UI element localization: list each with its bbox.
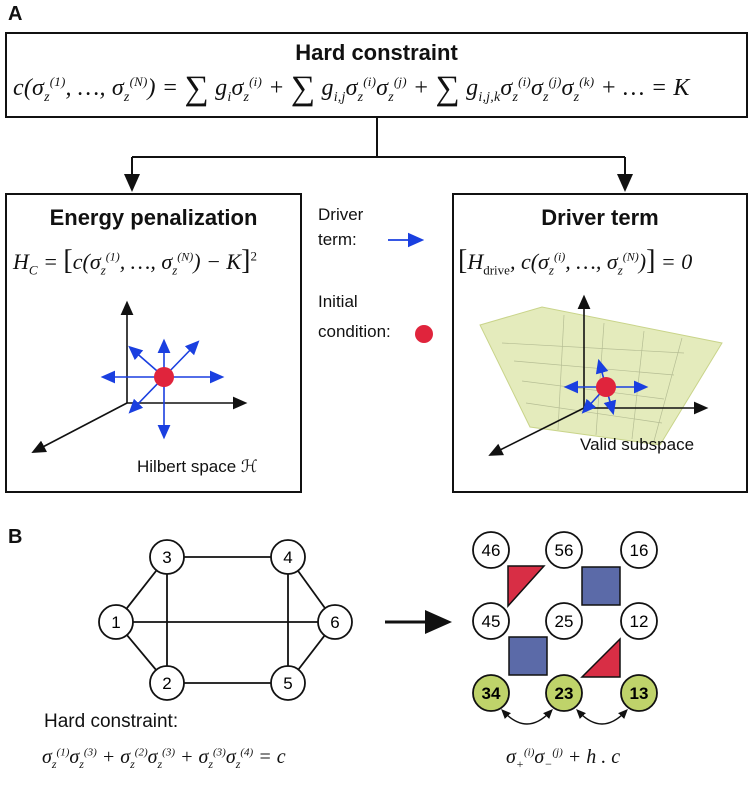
graph-node-label: 3 bbox=[162, 548, 171, 567]
svg-text:45: 45 bbox=[482, 612, 501, 631]
energy-penalization-equation: HC = [c(σz(1), …, σz(N)) − K]2 bbox=[13, 245, 257, 278]
hard-constraint-caption: Hard constraint: bbox=[44, 711, 179, 732]
legend-initial-line2: condition: bbox=[318, 322, 391, 341]
graph-node-label: 5 bbox=[283, 674, 292, 693]
graph-node-5: 5 bbox=[270, 665, 306, 701]
panel-b-diagram: 1 2 3 4 5 6 46 56 16 45 25 12 34 23 13 bbox=[98, 531, 658, 712]
graph-node-label: 6 bbox=[330, 613, 339, 632]
graph-node-2: 2 bbox=[149, 665, 185, 701]
valid-subspace-label: Valid subspace bbox=[580, 435, 695, 454]
hard-constraint-graph-equation: σz(1)σz(3) + σz(2)σz(3) + σz(3)σz(4) = c bbox=[42, 746, 286, 771]
driver-term-equation: [Hdrive, c(σz(i), …, σz(N))] = 0 bbox=[458, 245, 693, 278]
graph-node-4: 4 bbox=[270, 539, 306, 575]
panel-a-letter: A bbox=[8, 3, 23, 25]
grid-node-12: 12 bbox=[620, 602, 658, 640]
svg-text:56: 56 bbox=[555, 541, 574, 560]
legend-initial-dot bbox=[415, 325, 433, 343]
energy-penalization-box: Energy penalization HC = [c(σz(1), …, σz… bbox=[5, 193, 302, 493]
driver-hopping-equation: σ+(i)σ−(j) + h . c bbox=[506, 746, 621, 771]
grid-node-56: 56 bbox=[545, 531, 583, 569]
driver-term-title: Driver term bbox=[541, 205, 659, 230]
svg-text:25: 25 bbox=[555, 612, 574, 631]
driver-term-box: Driver term [Hdrive, c(σz(i), …, σz(N))]… bbox=[452, 193, 748, 493]
y-axis bbox=[31, 402, 128, 453]
svg-text:12: 12 bbox=[630, 612, 649, 631]
legend-initial-line1: Initial bbox=[318, 292, 358, 311]
grid-node-46: 46 bbox=[472, 531, 510, 569]
legend-driver-line1: Driver bbox=[318, 205, 364, 224]
hilbert-axes-diagram bbox=[31, 300, 248, 453]
initial-condition-dot bbox=[154, 367, 174, 387]
svg-text:46: 46 bbox=[482, 541, 501, 560]
svg-text:16: 16 bbox=[630, 541, 649, 560]
graph-node-1: 1 bbox=[98, 604, 134, 640]
blue-square-top bbox=[581, 566, 621, 606]
red-triangle-top bbox=[507, 565, 546, 608]
grid-node-25: 25 bbox=[545, 602, 583, 640]
svg-text:34: 34 bbox=[482, 684, 501, 703]
grid-node-13: 13 bbox=[620, 674, 658, 712]
graph-node-label: 2 bbox=[162, 674, 171, 693]
hard-constraint-equation: c(σz(1), …, σz(N)) = ∑ giσz(i) + ∑ gi,jσ… bbox=[13, 70, 690, 107]
grid-node-16: 16 bbox=[620, 531, 658, 569]
svg-text:13: 13 bbox=[630, 684, 649, 703]
energy-penalization-title: Energy penalization bbox=[49, 205, 258, 230]
valid-subspace-plane bbox=[479, 306, 723, 446]
svg-text:23: 23 bbox=[555, 684, 574, 703]
graph-edges bbox=[115, 556, 336, 684]
hard-constraint-box: Hard constraint c(σz(1), …, σz(N)) = ∑ g… bbox=[5, 32, 748, 118]
legend-driver-arrow bbox=[388, 232, 424, 248]
graph-node-label: 1 bbox=[111, 613, 120, 632]
valid-subspace-diagram bbox=[479, 294, 723, 456]
y-axis bbox=[488, 407, 585, 456]
blue-square-bottom bbox=[508, 636, 548, 676]
initial-condition-dot bbox=[596, 377, 616, 397]
branch-connector bbox=[124, 118, 633, 192]
grid-node-34: 34 bbox=[472, 674, 510, 712]
hilbert-space-label: Hilbert space ℋ bbox=[137, 457, 258, 476]
grid-node-23: 23 bbox=[545, 674, 583, 712]
hard-constraint-title: Hard constraint bbox=[295, 40, 458, 65]
hopping-arrows bbox=[501, 708, 628, 725]
graph-node-3: 3 bbox=[149, 539, 185, 575]
graph-node-6: 6 bbox=[317, 604, 353, 640]
legend-driver-line2: term: bbox=[318, 230, 357, 249]
panel-b-letter: B bbox=[8, 526, 23, 548]
red-triangle-bottom bbox=[580, 637, 621, 678]
grid-node-45: 45 bbox=[472, 602, 510, 640]
graph-node-label: 4 bbox=[283, 548, 292, 567]
